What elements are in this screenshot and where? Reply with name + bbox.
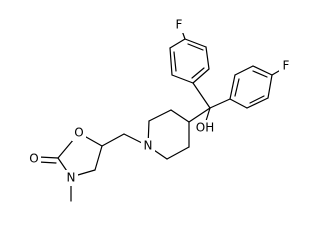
label-mask — [27, 151, 41, 167]
hydroxyl-label: OH — [196, 121, 214, 135]
bond — [169, 38, 186, 49]
label-mask — [72, 125, 86, 141]
aromatic-inner-bond — [234, 78, 240, 97]
oxazolidinone-nitrogen-label: N — [67, 171, 76, 185]
bond — [171, 74, 194, 84]
carbonyl-double-bond — [38, 161, 57, 164]
bond — [184, 38, 207, 48]
bond — [205, 46, 210, 70]
molecule-diagram: F F OH N O O N — [27, 17, 294, 202]
fluorine-top-label: F — [176, 18, 183, 32]
right-fluorophenyl-ring — [229, 65, 285, 109]
bond — [252, 65, 273, 76]
bond — [166, 146, 190, 160]
bond — [209, 98, 231, 109]
label-mask — [141, 138, 155, 154]
chemical-structure-canvas: F F OH N O O N — [27, 17, 294, 202]
bond-to-hydroxyl — [205, 107, 211, 122]
bond — [188, 107, 211, 123]
aromatic-inner-bond — [252, 70, 268, 78]
piperidine-nitrogen-label: N — [144, 139, 153, 153]
label-mask — [193, 120, 217, 136]
top-fluorophenyl-ring — [169, 24, 210, 84]
bond — [94, 145, 103, 171]
aromatic-inner-bond — [173, 51, 177, 72]
oxazolidinone-ring — [38, 132, 103, 202]
ring-oxygen-label: O — [74, 126, 83, 140]
bond — [192, 82, 211, 109]
bond — [246, 97, 269, 109]
label-mask — [172, 17, 187, 33]
bond — [267, 74, 273, 99]
aromatic-inner-bond — [249, 95, 265, 104]
fluorine-right-label: F — [283, 59, 290, 73]
bond — [170, 109, 190, 123]
label-mask — [64, 170, 78, 186]
carbonyl-bond — [38, 156, 59, 159]
carbonyl-oxygen-label: O — [29, 152, 38, 166]
bond — [229, 98, 248, 109]
bond — [169, 47, 173, 76]
bond — [101, 133, 125, 147]
label-mask — [279, 58, 294, 74]
central-carbinol — [192, 82, 231, 122]
aromatic-inner-bond — [187, 43, 204, 51]
bond — [234, 65, 254, 76]
bond — [229, 74, 236, 100]
bond — [192, 68, 210, 84]
aromatic-inner-bond — [191, 67, 205, 79]
bond — [148, 109, 172, 122]
